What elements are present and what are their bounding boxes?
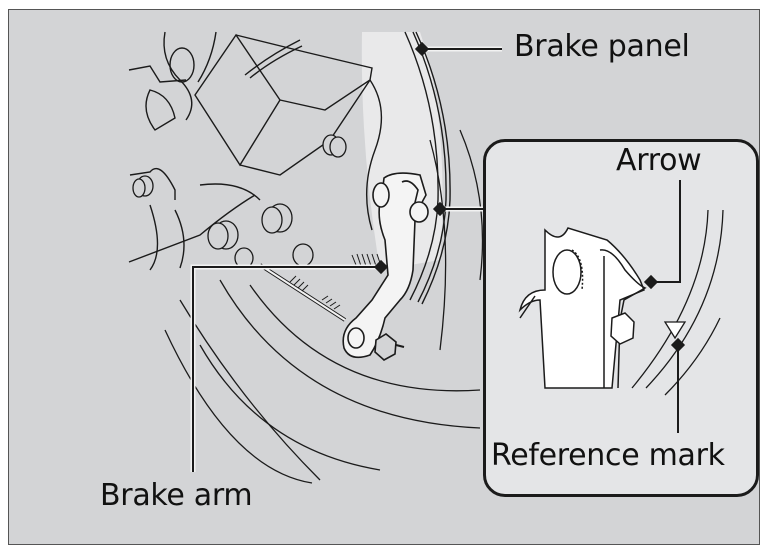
- brake-rod: [258, 253, 382, 322]
- leader-arrow: [643, 180, 681, 290]
- leader-brake-arm: [190, 259, 389, 472]
- hub-body-lines: [128, 31, 383, 271]
- brake-arm-part: [342, 172, 429, 361]
- reference-mark-triangle: [663, 321, 687, 340]
- label-arrow: Arrow: [616, 143, 702, 178]
- leader-inset-pointer: [432, 201, 485, 217]
- label-reference-mark: Reference mark: [491, 438, 725, 473]
- inset-panel-arcs: [631, 209, 724, 396]
- hub-bolts: [132, 134, 347, 269]
- label-brake-panel: Brake panel: [514, 29, 690, 64]
- brake-panel-rim: [404, 31, 451, 305]
- leader-brake-panel: [414, 41, 502, 57]
- label-brake-arm: Brake arm: [100, 478, 253, 513]
- leader-reference-mark: [670, 337, 686, 433]
- inset-brake-arm: [518, 227, 647, 389]
